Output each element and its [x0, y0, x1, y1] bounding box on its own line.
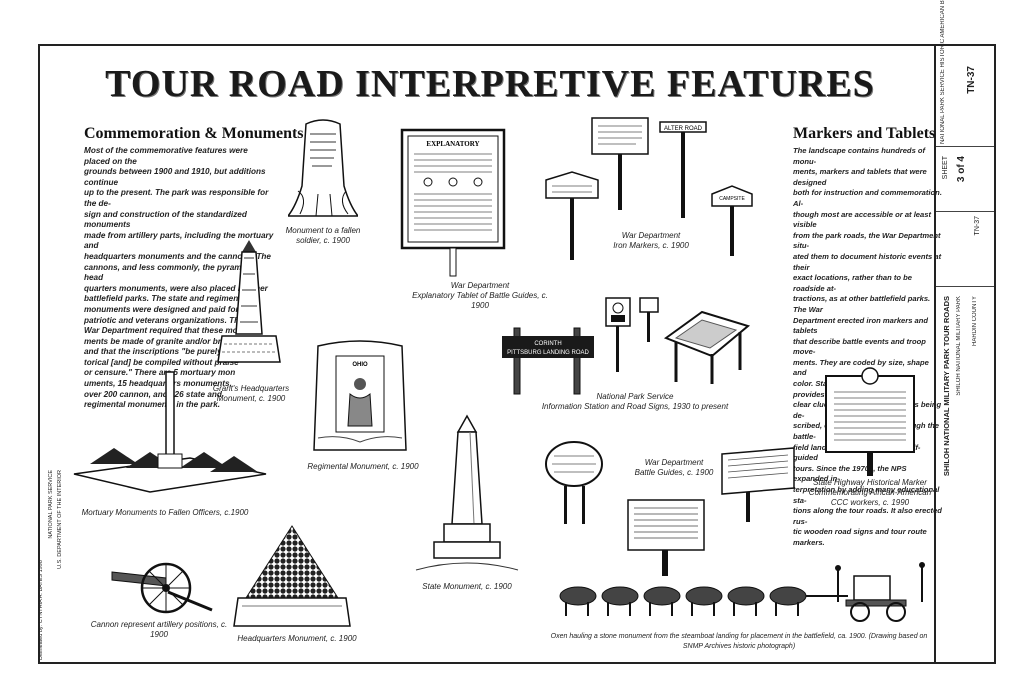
- left-line: made from artillery parts, including the…: [84, 230, 274, 251]
- left-line: Most of the commemorative features were …: [84, 146, 248, 166]
- right-line: ated them to document historic events at…: [793, 251, 942, 272]
- project-title: SHILOH NATIONAL MILITARY PARK TOUR ROADS: [942, 296, 951, 477]
- title-block-divider: [936, 286, 994, 287]
- right-line: ments, markers and tablets that were des…: [793, 167, 927, 187]
- headquarters-monument-illustration: [232, 522, 352, 634]
- right-line: tions along the tour roads. It also erec…: [793, 506, 942, 526]
- left-line: ments be made of granite and/or bronze: [84, 336, 240, 346]
- section-heading-markers: Markers and Tablets: [793, 125, 936, 142]
- section-body-commemoration: Most of the commemorative features were …: [84, 146, 274, 411]
- right-line: ments. They are coded by size, shape and: [793, 357, 929, 378]
- caption-iron-markers: War Department Iron Markers, c. 1900: [613, 231, 689, 250]
- right-line: both for instruction and commemoration. …: [793, 188, 942, 208]
- explanatory-tablet-illustration: EXPLANATORY: [398, 128, 508, 278]
- left-line: quarters monuments, were also placed in …: [84, 283, 268, 293]
- agency-name: NATIONAL PARK SERVICE: [48, 470, 54, 539]
- caption-cannon: Cannon represent artillery positions, c.…: [90, 620, 228, 639]
- iron-markers-illustration: ALTER ROAD CAMPSITE: [536, 114, 776, 264]
- left-line: or censure." There are 5 mortuary mon: [84, 368, 236, 378]
- road-sign-line2: PITTSBURG LANDING ROAD: [507, 350, 589, 356]
- caption-explanatory-tablet: War Department Explanatory Tablet of Bat…: [412, 281, 548, 310]
- tour-route-markers-illustration: [604, 296, 664, 376]
- mortuary-monument-illustration: [70, 368, 270, 502]
- left-line: grounds between 1900 and 1910, but addit…: [84, 167, 266, 187]
- delineated-by: Delineated by: CYNTHIA A. BATES 1998: [38, 560, 44, 660]
- survey-number: TN-37: [974, 216, 981, 236]
- iron-marker-b-text: CAMPSITE: [719, 196, 745, 202]
- left-line: up to the present. The park was responsi…: [84, 188, 269, 208]
- iron-tablet-illustration: [626, 498, 706, 578]
- title-block-divider: [936, 211, 994, 212]
- page-title: TOUR ROAD INTERPRETIVE FEATURES: [105, 63, 875, 105]
- left-line: regimental monuments in the park.: [84, 400, 221, 410]
- oxen-hauling-illustration: [548, 562, 928, 624]
- right-line: from the park roads, the War Department …: [793, 230, 941, 251]
- tablet-header-text: EXPLANATORY: [426, 140, 479, 148]
- section-body-markers: The landscape contains hundreds of monu-…: [793, 146, 943, 549]
- caption-mortuary-monuments: Mortuary Monuments to Fallen Officers, c…: [81, 508, 249, 517]
- left-line: sign and construction of the standardize…: [84, 209, 247, 230]
- sheet-number: 3 of 4: [956, 156, 967, 183]
- caption-fallen-soldier: Monument to a fallen soldier, c. 1900: [285, 226, 361, 245]
- right-line: though most are accessible or at least v…: [793, 209, 932, 230]
- road-sign-line1: CORINTH: [534, 341, 561, 347]
- left-line: and that the inscriptions "be purely his: [84, 347, 236, 357]
- fallen-soldier-monument-illustration: [288, 116, 358, 226]
- regimental-plaque-text: OHIO: [352, 362, 368, 368]
- information-station-illustration: [662, 308, 752, 386]
- historical-tablet-illustration: [718, 446, 798, 526]
- caption-oxen-hauling: Oxen hauling a stone monument from the s…: [550, 633, 928, 650]
- caption-regimental-monument: Regimental Monument, c. 1900: [307, 462, 419, 471]
- right-line: The landscape contains hundreds of monu-: [793, 146, 926, 166]
- battle-guides-illustration: [540, 436, 610, 526]
- left-line: patriotic and veterans organizations. Th…: [84, 315, 244, 325]
- left-line: torical [and] be compiled without praise: [84, 357, 239, 367]
- left-line: monuments were designed and paid for by: [84, 304, 251, 314]
- project-state: HARDIN COUNTY: [972, 296, 978, 347]
- right-line: tic wooden road signs and tour route mar…: [793, 527, 927, 547]
- caption-grants-headquarters: Grant's Headquarters Monument, c. 1900: [212, 384, 290, 403]
- wooden-road-sign-illustration: CORINTH PITTSBURG LANDING ROAD: [498, 326, 598, 396]
- left-line: uments, 15 headquarters monuments,: [84, 379, 232, 389]
- regimental-monument-illustration: OHIO: [310, 338, 410, 458]
- left-line: battlefield parks. The state and regimen…: [84, 294, 248, 304]
- caption-state-marker: State Highway Historical Marker Commemor…: [808, 478, 932, 507]
- caption-nps-signs: National Park Service Information Statio…: [541, 392, 729, 411]
- right-line: exact locations, rather than to be roads…: [793, 273, 912, 293]
- cannon-illustration: [108, 548, 218, 618]
- left-line: War Department required that these monu: [84, 326, 248, 336]
- right-line: terpretation by adding many educational …: [793, 485, 940, 505]
- sheet-label: SHEET: [942, 156, 949, 180]
- title-block-survey: NATIONAL PARK SERVICE HISTORIC AMERICAN …: [940, 0, 946, 144]
- department-name: U.S. DEPARTMENT OF THE INTERIOR: [57, 470, 63, 569]
- caption-hq-monument: Headquarters Monument, c. 1900: [237, 634, 357, 643]
- drawing-number: TN-37: [966, 66, 977, 94]
- left-line: over 200 cannon, and 126 state and: [84, 389, 222, 399]
- title-block-divider: [936, 146, 994, 147]
- state-monument-illustration: [412, 412, 522, 582]
- left-line: cannons, and less commonly, the pyramida…: [84, 262, 256, 283]
- state-highway-marker-illustration: [822, 366, 918, 478]
- right-line: Department erected iron markers and tabl…: [793, 315, 929, 336]
- right-line: that describe battle events and troop mo…: [793, 336, 926, 357]
- section-heading-commemoration: Commemoration & Monuments: [84, 125, 304, 142]
- left-line: headquarters monuments and the cannons. …: [84, 251, 271, 261]
- caption-state-monument: State Monument, c. 1900: [422, 582, 512, 591]
- drawing-frame: [38, 44, 936, 664]
- iron-marker-a-text: ALTER ROAD: [664, 126, 703, 132]
- caption-battle-guides: War Department Battle Guides, c. 1900: [634, 458, 714, 477]
- project-location: SHILOH NATIONAL MILITARY PARK: [956, 296, 962, 396]
- right-line: tours. Since the 1970s, the NPS expanded…: [793, 463, 907, 484]
- right-line: tractions, as at other battlefield parks…: [793, 294, 931, 314]
- grants-headquarters-monument-illustration: [214, 234, 284, 374]
- title-block: NATIONAL PARK SERVICE HISTORIC AMERICAN …: [936, 0, 996, 664]
